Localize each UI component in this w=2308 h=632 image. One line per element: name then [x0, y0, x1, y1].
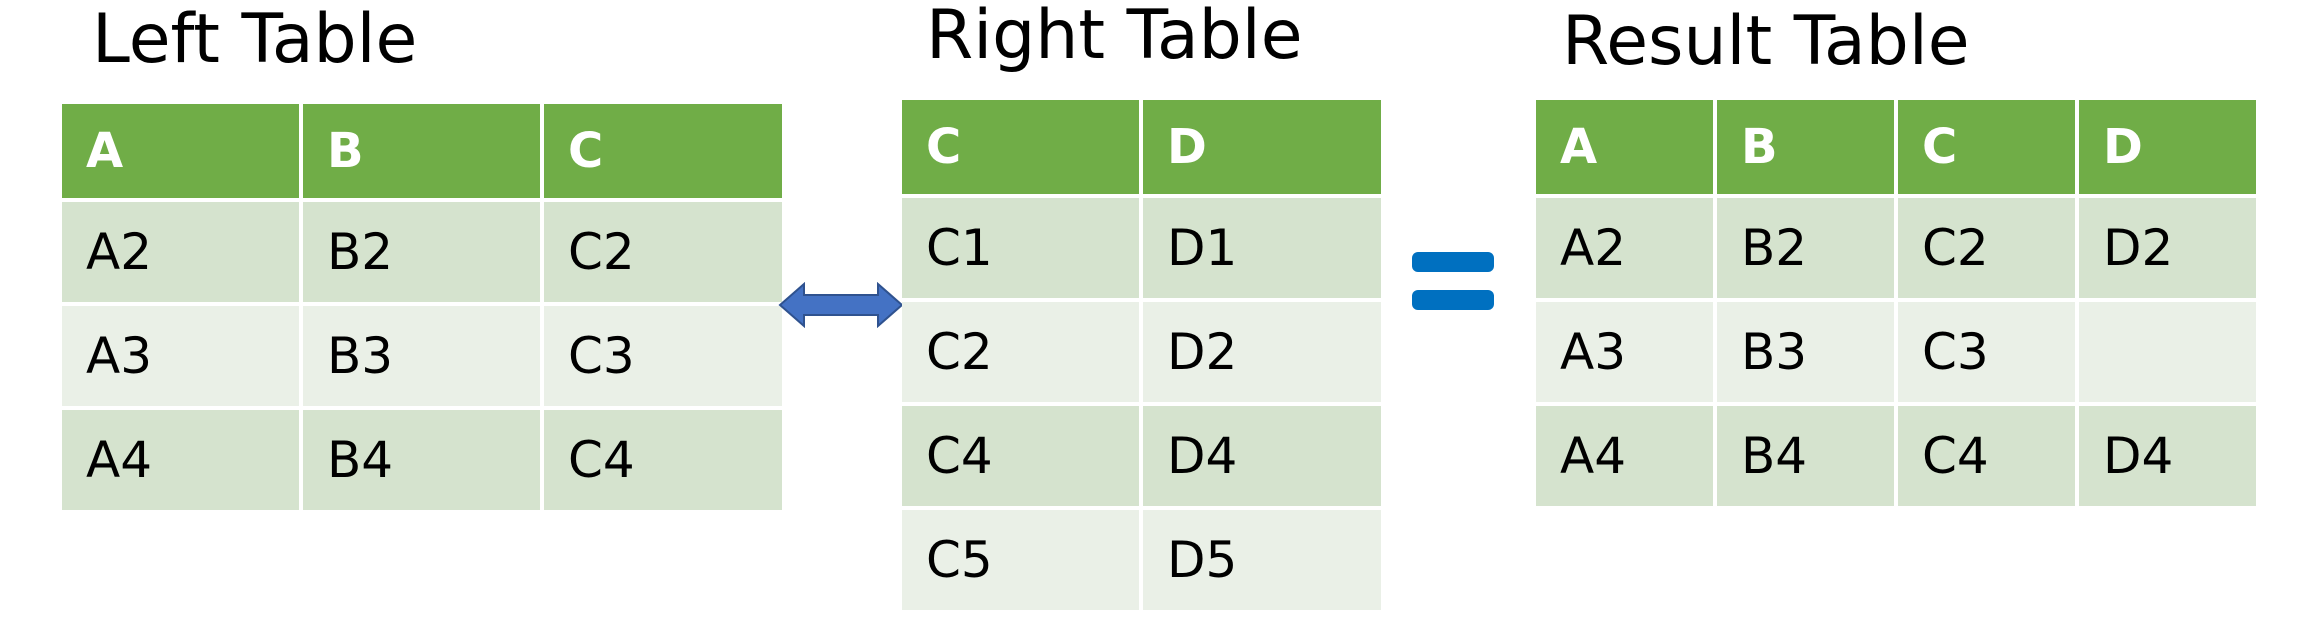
right-cell: D1	[1143, 198, 1381, 298]
right-cell: D5	[1143, 510, 1381, 610]
double-arrow-icon	[778, 282, 904, 328]
result-cell: D2	[2079, 198, 2256, 298]
result-cell: B3	[1717, 302, 1894, 402]
left-cell: A4	[62, 410, 299, 510]
result-table-title: Result Table	[1562, 2, 1970, 81]
left-header-cell: B	[303, 104, 540, 198]
left-cell: B4	[303, 410, 540, 510]
left-cell: A3	[62, 306, 299, 406]
result-header-cell: C	[1898, 100, 2075, 194]
left-cell: A2	[62, 202, 299, 302]
right-cell: D2	[1143, 302, 1381, 402]
right-cell: C1	[902, 198, 1139, 298]
left-cell: B3	[303, 306, 540, 406]
result-cell	[2079, 302, 2256, 402]
right-cell: C4	[902, 406, 1139, 506]
left-header-cell: A	[62, 104, 299, 198]
right-header-cell: D	[1143, 100, 1381, 194]
result-header-cell: D	[2079, 100, 2256, 194]
right-table-title: Right Table	[926, 0, 1303, 75]
right-cell: C5	[902, 510, 1139, 610]
left-header-cell: C	[544, 104, 782, 198]
right-header-cell: C	[902, 100, 1139, 194]
left-cell: C3	[544, 306, 782, 406]
result-cell: A3	[1536, 302, 1713, 402]
left-cell: C4	[544, 410, 782, 510]
result-cell: B2	[1717, 198, 1894, 298]
left-table: A B C A2 B2 C2 A3 B3 C3 A4 B4 C4	[62, 104, 782, 510]
right-table: C D C1 D1 C2 D2 C4 D4 C5 D5	[902, 100, 1381, 610]
left-table-title: Left Table	[92, 0, 418, 79]
result-cell: A4	[1536, 406, 1713, 506]
left-cell: B2	[303, 202, 540, 302]
result-table: A B C D A2 B2 C2 D2 A3 B3 C3 A4 B4 C4 D4	[1536, 100, 2256, 506]
left-cell: C2	[544, 202, 782, 302]
result-header-cell: B	[1717, 100, 1894, 194]
result-cell: D4	[2079, 406, 2256, 506]
right-cell: C2	[902, 302, 1139, 402]
result-cell: C3	[1898, 302, 2075, 402]
result-header-cell: A	[1536, 100, 1713, 194]
right-cell: D4	[1143, 406, 1381, 506]
equals-icon	[1412, 252, 1494, 310]
result-cell: C2	[1898, 198, 2075, 298]
result-cell: B4	[1717, 406, 1894, 506]
result-cell: C4	[1898, 406, 2075, 506]
result-cell: A2	[1536, 198, 1713, 298]
